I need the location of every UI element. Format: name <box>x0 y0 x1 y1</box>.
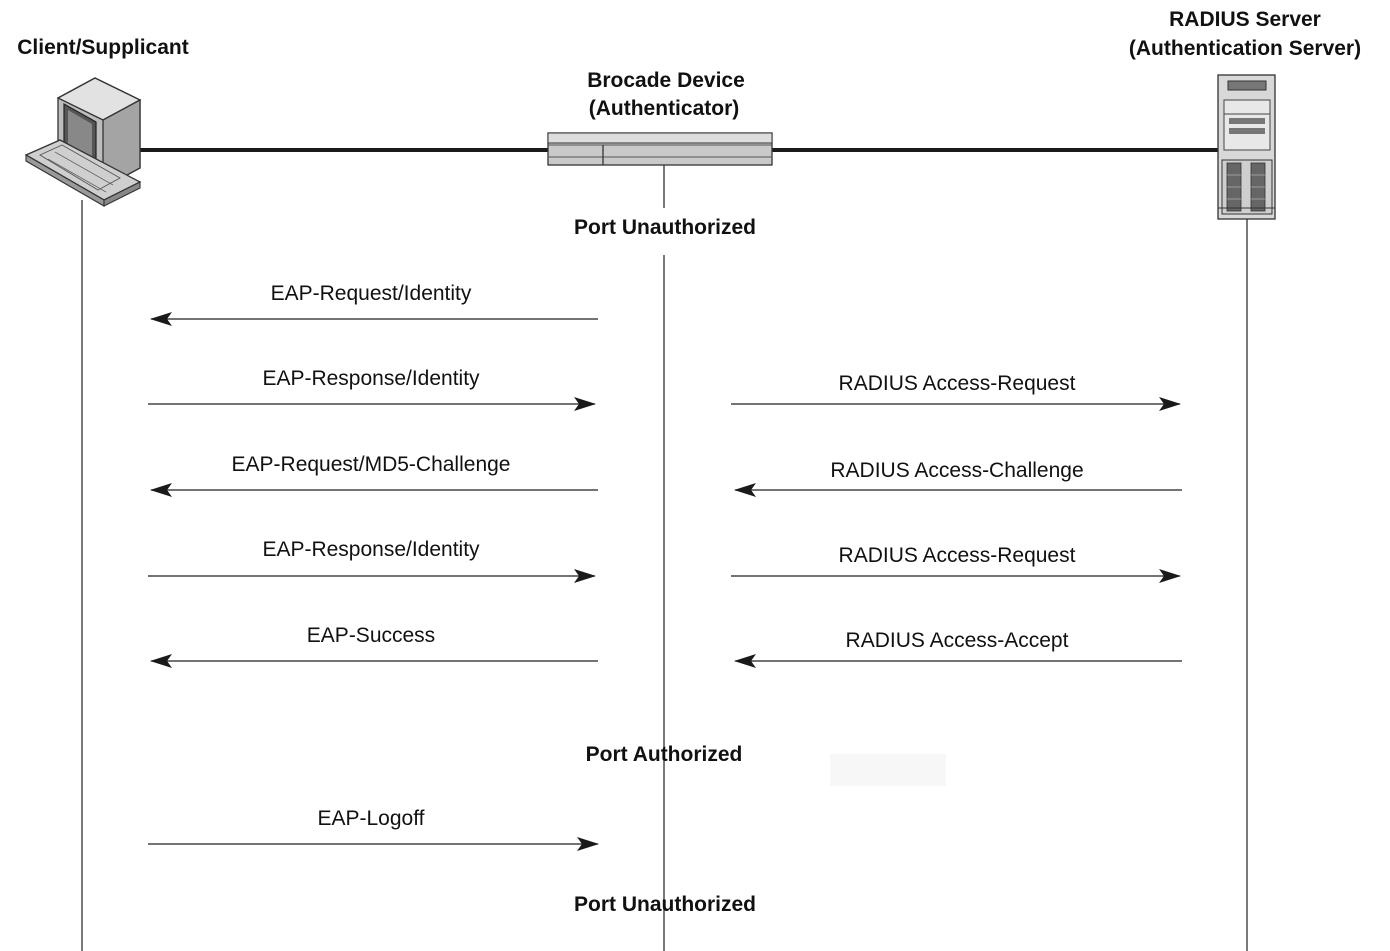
svg-text:EAP-Success: EAP-Success <box>307 624 435 647</box>
server-label-line2: (Authentication Server) <box>1129 37 1361 60</box>
device-label-line2: (Authenticator) <box>589 97 740 120</box>
eap-message: EAP-Request/MD5-Challenge <box>150 453 598 497</box>
svg-text:RADIUS Access-Request: RADIUS Access-Request <box>839 372 1076 395</box>
eap-message: EAP-Request/Identity <box>150 282 598 326</box>
server-label-line1: RADIUS Server <box>1169 8 1321 31</box>
blank-patch <box>830 754 946 786</box>
svg-text:RADIUS Access-Challenge: RADIUS Access-Challenge <box>830 459 1083 482</box>
device-label-line1: Brocade Device <box>587 69 745 92</box>
svg-text:EAP-Response/Identity: EAP-Response/Identity <box>262 367 480 390</box>
computer-icon <box>24 77 142 207</box>
radius-message: RADIUS Access-Accept <box>734 629 1182 668</box>
port-state-authorized: Port Authorized <box>586 743 743 766</box>
radius-message: RADIUS Access-Request <box>731 372 1181 411</box>
port-state-unauthorized-final: Port Unauthorized <box>574 893 756 916</box>
svg-text:RADIUS Access-Accept: RADIUS Access-Accept <box>846 629 1069 652</box>
eap-message: EAP-Logoff <box>148 807 599 851</box>
eap-message: EAP-Response/Identity <box>148 538 596 583</box>
port-state-unauthorized: Port Unauthorized <box>574 216 756 239</box>
server-tower-icon <box>1217 74 1276 220</box>
eap-message: EAP-Response/Identity <box>148 367 596 411</box>
svg-text:EAP-Request/MD5-Challenge: EAP-Request/MD5-Challenge <box>232 453 511 476</box>
svg-text:EAP-Logoff: EAP-Logoff <box>317 807 424 830</box>
eap-message: EAP-Success <box>150 624 598 668</box>
radius-message: RADIUS Access-Request <box>731 544 1181 583</box>
client-label: Client/Supplicant <box>17 36 189 59</box>
radius-message: RADIUS Access-Challenge <box>734 459 1182 497</box>
svg-text:EAP-Response/Identity: EAP-Response/Identity <box>262 538 480 561</box>
svg-text:EAP-Request/Identity: EAP-Request/Identity <box>271 282 472 305</box>
svg-text:RADIUS Access-Request: RADIUS Access-Request <box>839 544 1076 567</box>
switch-icon <box>547 132 773 166</box>
